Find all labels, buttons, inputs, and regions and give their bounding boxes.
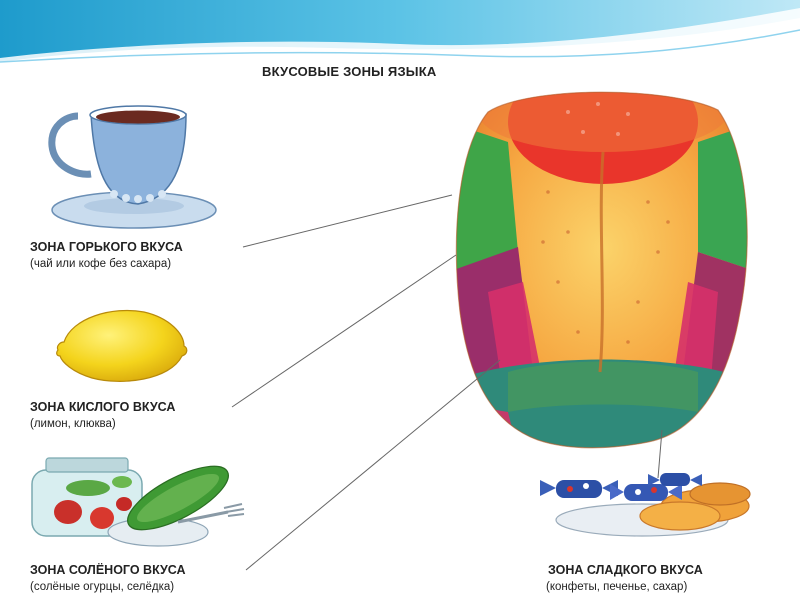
sour-zone-examples: (лимон, клюква): [30, 418, 116, 430]
sweet-zone-label: ЗОНА СЛАДКОГО ВКУСА: [548, 563, 703, 577]
header-wave-decoration: [0, 0, 800, 66]
sweet-zone-examples: (конфеты, печенье, сахар): [546, 581, 688, 593]
leader-line-salty: [245, 359, 501, 571]
leader-line-sweet: [657, 429, 663, 479]
pickles-icon: [31, 457, 245, 547]
salty-zone-label: ЗОНА СОЛЁНОГО ВКУСА: [30, 563, 186, 577]
leader-line-bitter: [242, 194, 453, 248]
tea-cup-icon: [48, 105, 217, 229]
bitter-zone-label: ЗОНА ГОРЬКОГО ВКУСА: [30, 240, 183, 254]
leader-line-sour: [231, 254, 457, 408]
sweets-icon: [540, 473, 751, 537]
sour-zone-label: ЗОНА КИСЛОГО ВКУСА: [30, 400, 176, 414]
page-title: ВКУСОВЫЕ ЗОНЫ ЯЗЫКА: [262, 64, 437, 79]
lemon-icon: [56, 309, 188, 382]
tongue-illustration: [455, 91, 748, 449]
bitter-zone-examples: (чай или кофе без сахара): [30, 258, 172, 270]
salty-zone-examples: (солёные огурцы, селёдка): [30, 581, 175, 593]
